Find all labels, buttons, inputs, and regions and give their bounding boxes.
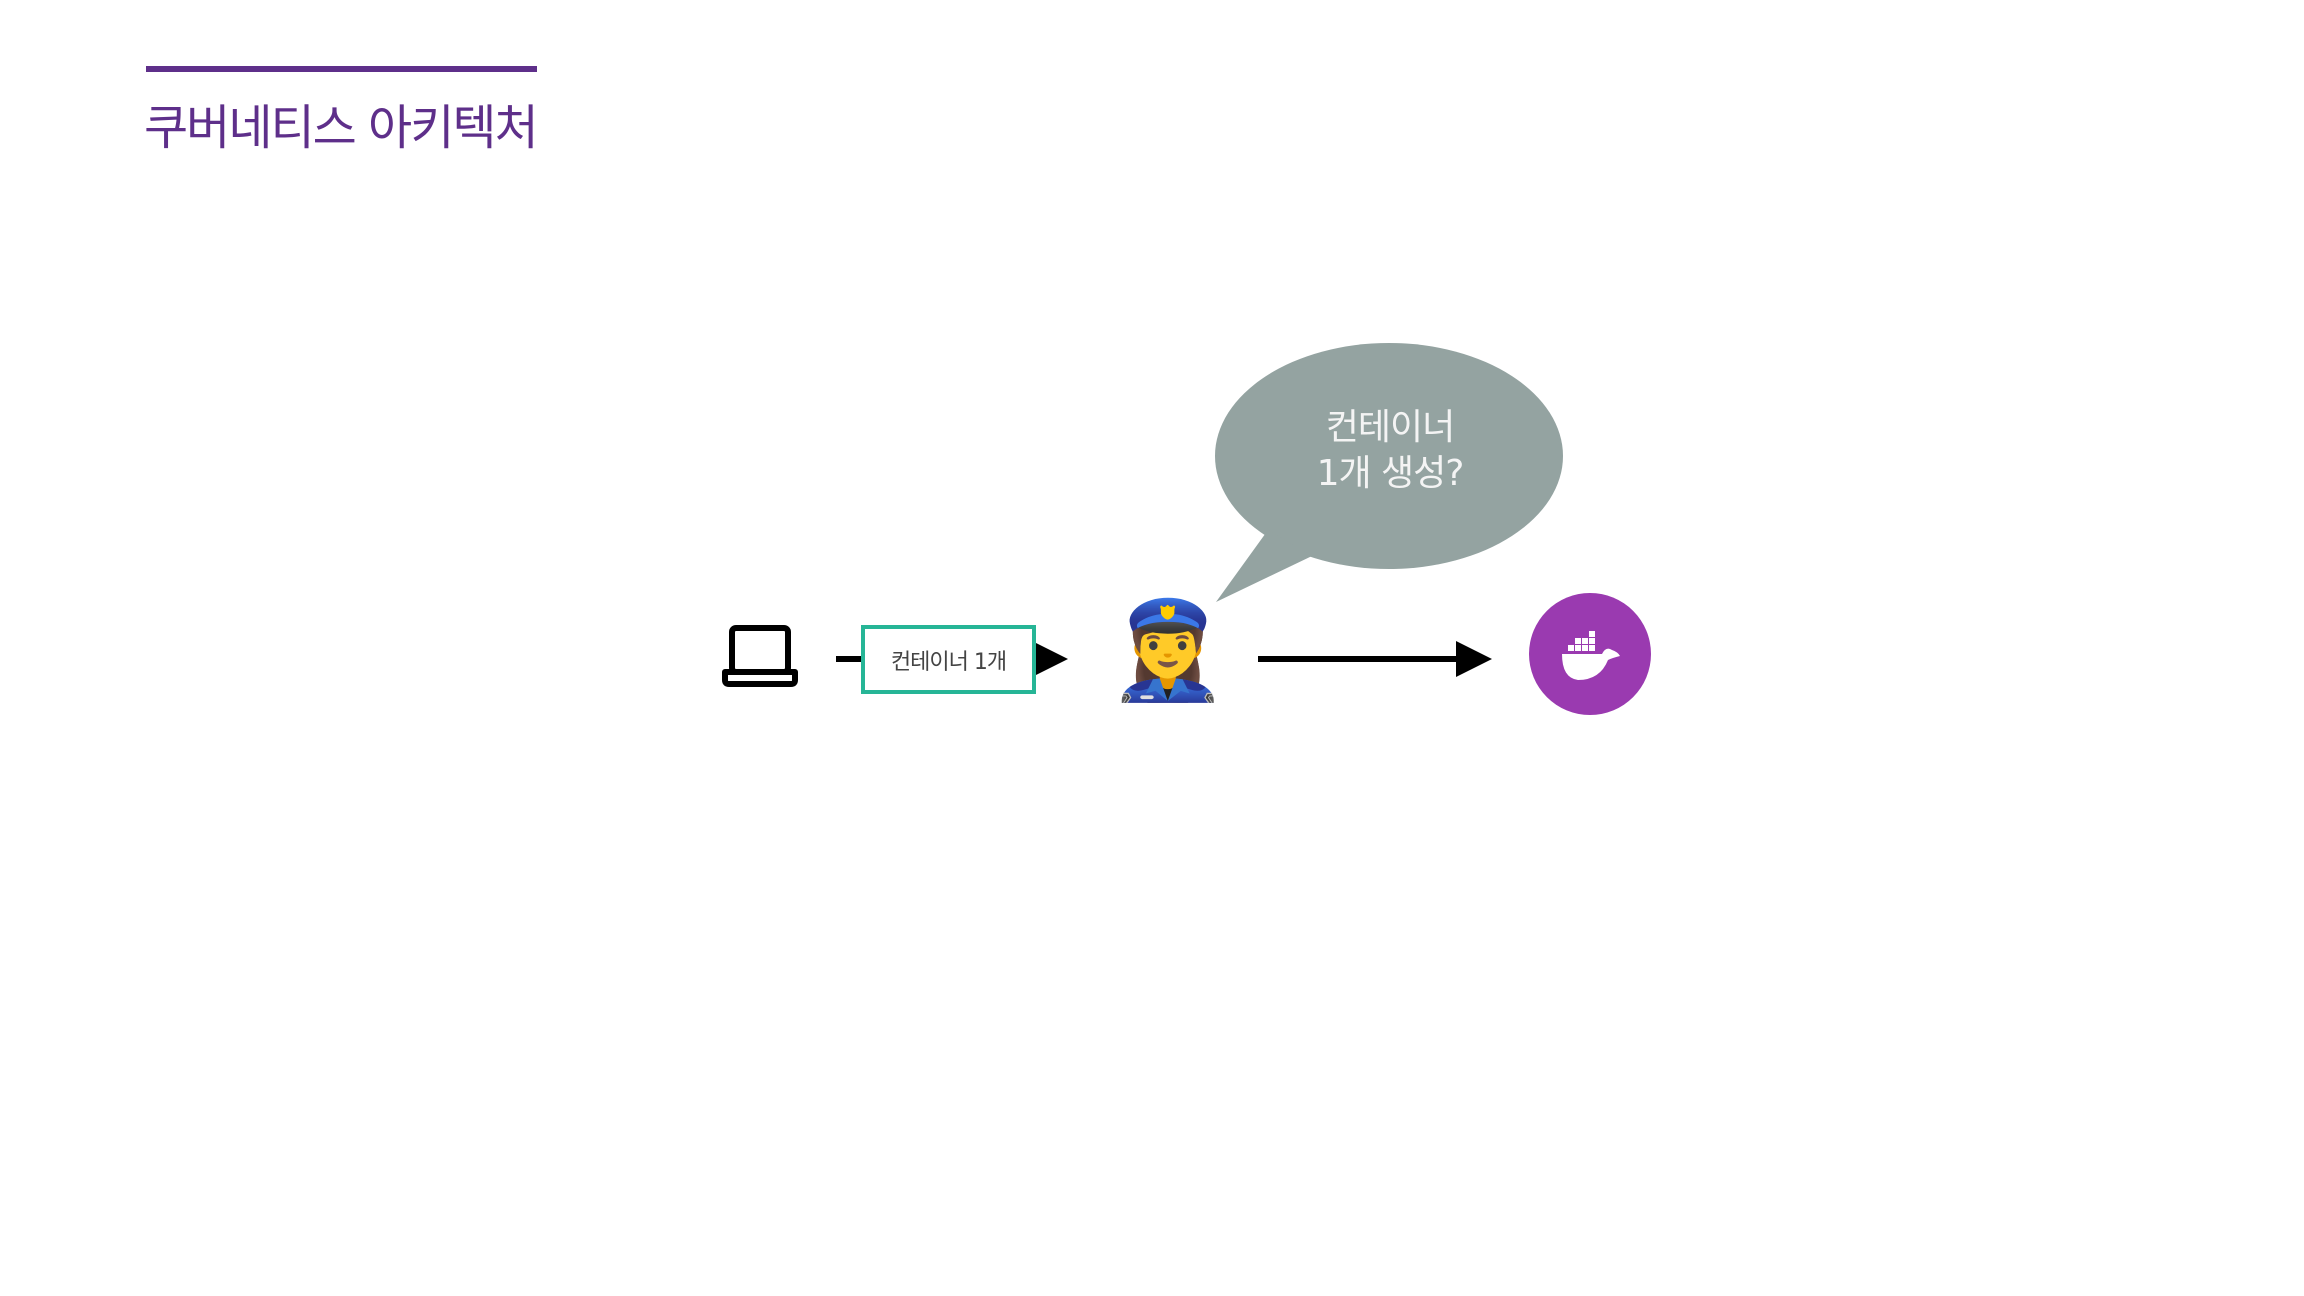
message-box: 컨테이너 1개 (861, 625, 1036, 694)
page-title: 쿠버네티스 아키텍처 (144, 100, 539, 156)
title-underline (146, 66, 537, 72)
docker-icon (1529, 593, 1651, 715)
bubble-line-1: 컨테이너 (1325, 407, 1455, 448)
laptop-icon (722, 625, 798, 687)
bubble-text: 컨테이너 1개 생성? (1250, 405, 1530, 497)
message-label: 컨테이너 1개 (890, 649, 1007, 675)
speech-bubble (1215, 343, 1563, 602)
police-officer-icon: 👮‍♀️ (1108, 594, 1228, 706)
bubble-line-2: 1개 생성? (1316, 453, 1465, 494)
